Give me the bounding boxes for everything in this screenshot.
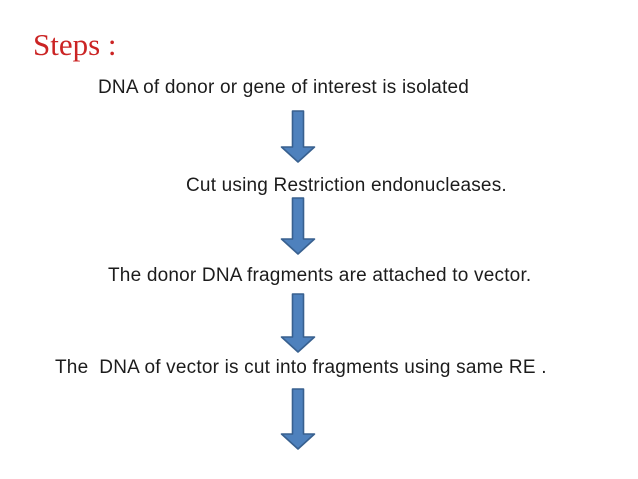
down-arrow-icon [280,293,316,353]
down-arrow-icon [280,388,316,450]
step-2-text: Cut using Restriction endonucleases. [186,175,507,196]
slide-title: Steps : [33,27,117,62]
step-1-text: DNA of donor or gene of interest is isol… [98,77,470,98]
down-arrow-icon [280,197,316,255]
step-4-text: The DNA of vector is cut into fragments … [55,357,547,378]
down-arrow-icon [280,110,316,163]
step-3-text: The donor DNA fragments are attached to … [108,265,532,286]
